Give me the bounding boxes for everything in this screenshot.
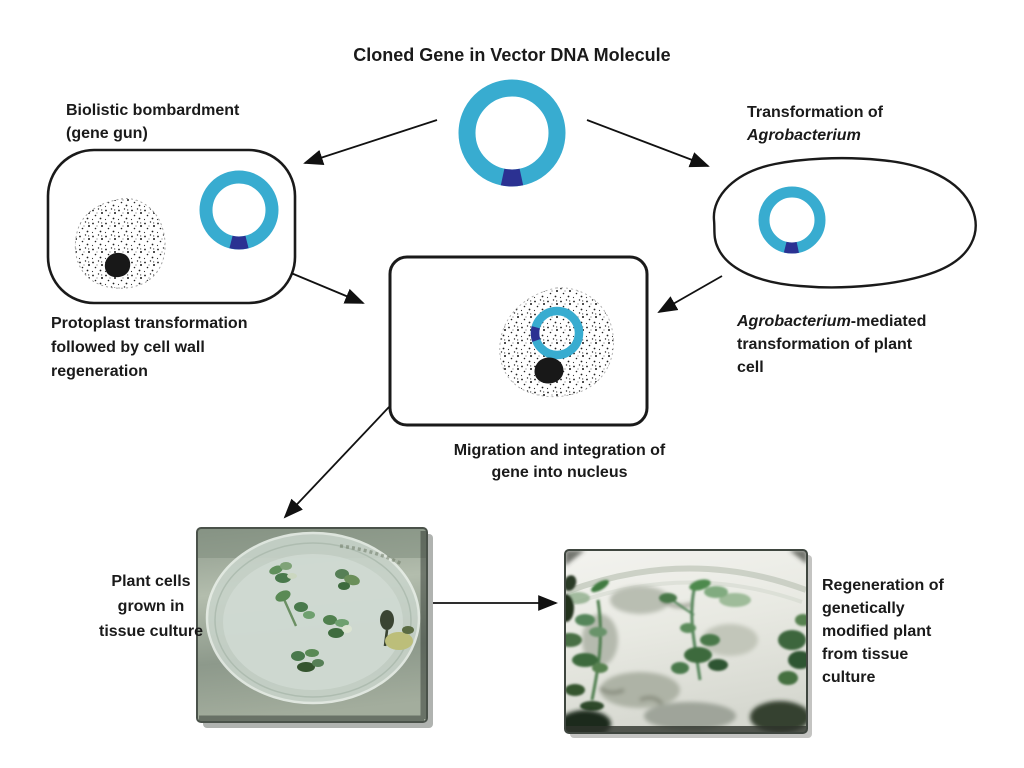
plant-cell-blob: [499, 287, 614, 398]
protoplast-cell: [46, 148, 297, 305]
label-agro-transformation: Transformation of Agrobacterium: [747, 104, 884, 144]
plantlet-cluster: [269, 562, 360, 672]
label-regeneration: Regeneration of genetically modified pla…: [822, 577, 944, 686]
tissue-culture-photo: [196, 527, 433, 728]
arrow-to-tissue-culture: [283, 406, 390, 519]
protoplast-blob: [74, 198, 166, 289]
label-plant-cells: Plant cells grown in tissue culture: [98, 573, 204, 640]
gene-insert: [783, 241, 799, 254]
nucleus: [104, 252, 131, 278]
page-title: Cloned Gene in Vector DNA Molecule: [0, 44, 1024, 66]
gene-insert: [500, 168, 524, 187]
photo-border: [564, 549, 808, 734]
gene-insert: [229, 235, 249, 250]
arrow-to-agrobacterium: [586, 119, 710, 168]
plantlet-center: [659, 579, 751, 681]
arrow-protoplast-to-cell: [290, 272, 365, 304]
bacterium-outline: [712, 156, 977, 289]
title-text: Cloned Gene in Vector DNA Molecule: [353, 45, 671, 65]
plasmid-ring: [458, 79, 566, 187]
agar-shadows: [582, 586, 758, 730]
label-migration: Migration and integration of gene into n…: [453, 442, 666, 481]
gene-insert: [530, 326, 541, 342]
plant-cell-box: [388, 255, 649, 427]
central-plasmid-icon: [458, 79, 566, 187]
dark-bulb-plantlet: [380, 610, 414, 650]
photo-border: [196, 527, 428, 723]
arrow-to-biolistic: [303, 119, 438, 166]
label-agro-mediated: Agrobacterium-mediated transformation of…: [737, 313, 927, 376]
arrow-agro-to-cell: [657, 275, 723, 313]
agrobacterium-cell: [712, 156, 977, 289]
regenerated-plant-photo: [564, 549, 812, 738]
label-biolistic: Biolistic bombardment (gene gun): [66, 102, 240, 142]
label-protoplast-transformation: Protoplast transformation followed by ce…: [51, 315, 248, 380]
plantlet-left: [565, 575, 609, 711]
nucleus: [534, 357, 564, 384]
